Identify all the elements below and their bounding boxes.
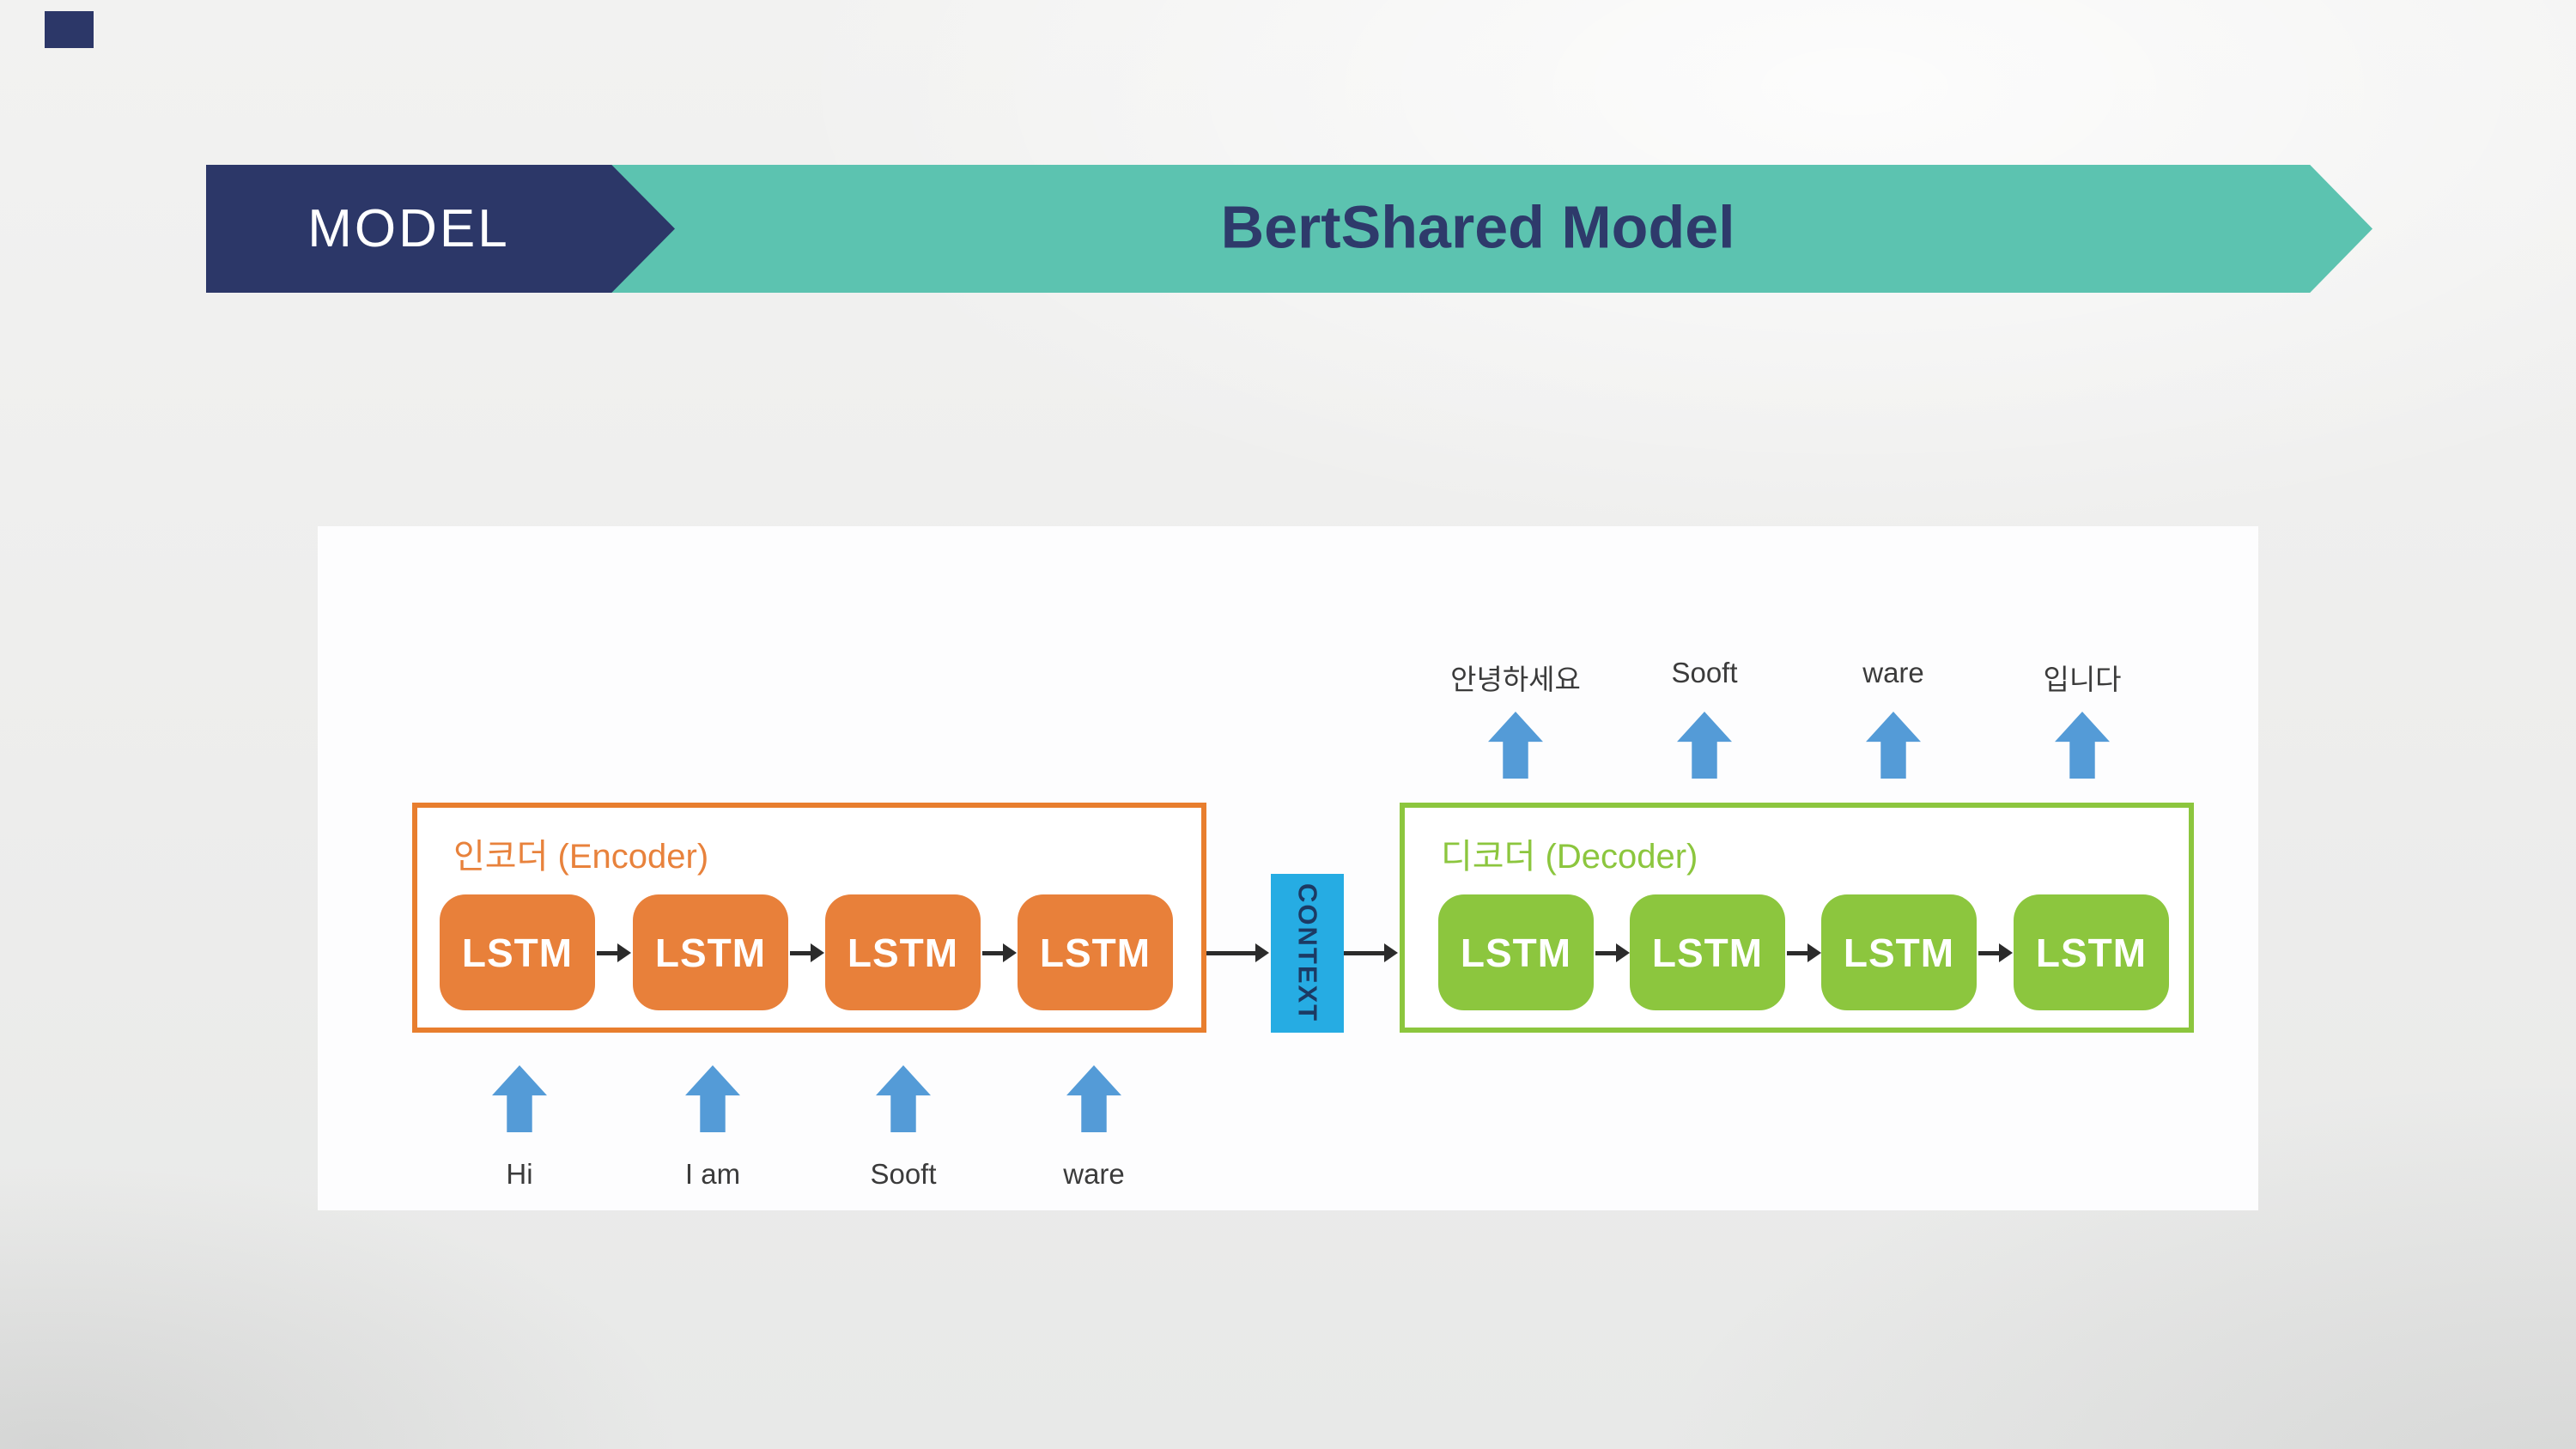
flow-arrow-icon [597, 943, 631, 962]
output-token-label: Sooft [1671, 657, 1738, 688]
lstm-label: LSTM [461, 930, 574, 975]
decoder-lstm-box: LSTM [2014, 894, 2169, 1010]
input-arrow-icon [492, 1065, 547, 1132]
banner-tag-chevron: MODEL [206, 165, 675, 293]
input-token-label: ware [1063, 1158, 1125, 1190]
decoder-label: 디코더 (Decoder) [1441, 838, 1698, 876]
encoder-lstm-box: LSTM [633, 894, 788, 1010]
slide-tag-label: MODEL [307, 199, 510, 258]
input-arrow-icon [685, 1065, 740, 1132]
output-token-label: ware [1862, 657, 1924, 688]
context-box: CONTEXT [1271, 874, 1344, 1033]
flow-arrow-icon [1787, 943, 1821, 962]
decoder-lstm-box: LSTM [1821, 894, 1977, 1010]
decoder-lstm-box: LSTM [1630, 894, 1785, 1010]
context-label: CONTEXT [1292, 883, 1323, 1023]
page-title: BertShared Model [1220, 193, 1735, 261]
lstm-label: LSTM [1843, 930, 1955, 975]
encoder-lstm-box: LSTM [825, 894, 981, 1010]
output-token-label: 입니다 [2043, 664, 2122, 695]
input-arrow-icon [1066, 1065, 1121, 1132]
lstm-label: LSTM [654, 930, 767, 975]
flow-arrow-icon [1595, 943, 1630, 962]
flow-arrow-icon [790, 943, 824, 962]
diagram-panel: 안녕하세요 Sooft ware 입니다 인코더 (Encoder) LSTM … [318, 526, 2258, 1210]
flow-arrow-icon [982, 943, 1017, 962]
corner-accent [45, 11, 94, 48]
context-to-decoder-arrow-icon [1344, 943, 1398, 962]
output-arrow-icon [1677, 712, 1732, 779]
lstm-label: LSTM [2035, 930, 2148, 975]
lstm-label: LSTM [847, 930, 959, 975]
input-token-label: Hi [506, 1158, 533, 1190]
input-token-label: Sooft [870, 1158, 937, 1190]
input-token-label: I am [684, 1158, 741, 1190]
output-arrow-icon [2055, 712, 2110, 779]
encoder-label: 인코더 (Encoder) [453, 838, 709, 876]
output-arrow-icon [1488, 712, 1543, 779]
encoder-lstm-box: LSTM [1018, 894, 1173, 1010]
output-token-label: 안녕하세요 [1450, 664, 1581, 695]
encoder-to-context-arrow-icon [1206, 943, 1269, 962]
lstm-label: LSTM [1460, 930, 1572, 975]
lstm-label: LSTM [1651, 930, 1764, 975]
decoder-lstm-box: LSTM [1438, 894, 1594, 1010]
encoder-lstm-box: LSTM [440, 894, 595, 1010]
input-arrow-icon [876, 1065, 931, 1132]
banner-title-band: BertShared Model [611, 165, 2372, 293]
output-arrow-icon [1866, 712, 1921, 779]
lstm-label: LSTM [1039, 930, 1151, 975]
flow-arrow-icon [1978, 943, 2013, 962]
